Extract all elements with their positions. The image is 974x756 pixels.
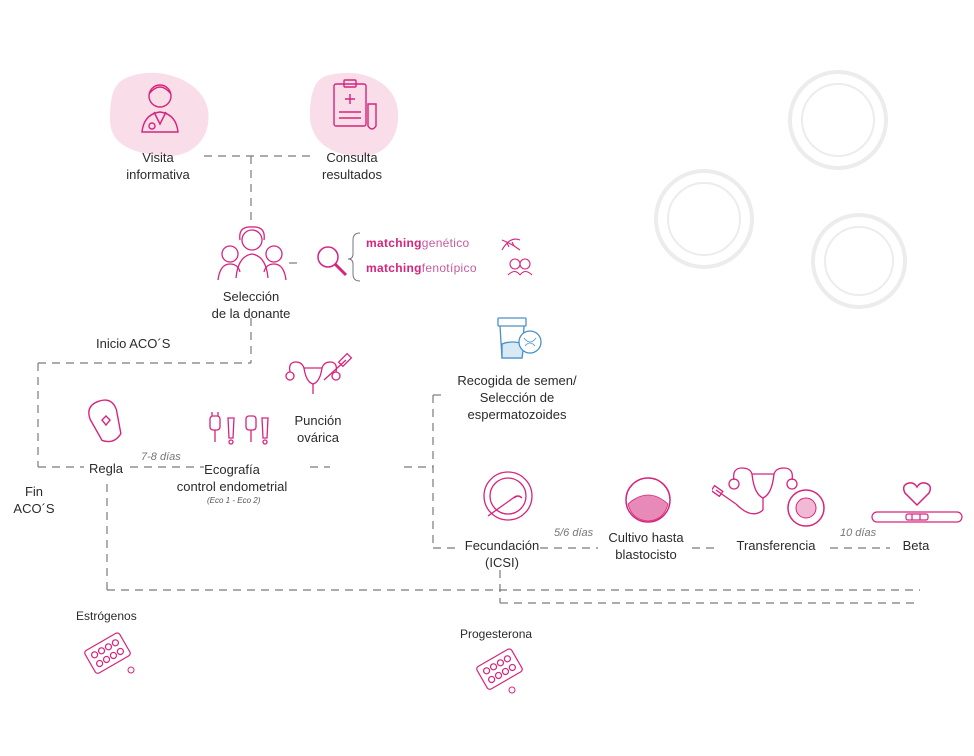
heart-icon <box>902 482 932 507</box>
node-fecundacion-label: Fecundación (ICSI) <box>450 537 554 571</box>
magnifier-icon <box>317 246 348 277</box>
matching-genetico-suffix: genético <box>421 236 470 250</box>
doctor-icon <box>110 72 209 157</box>
fin-acos-line2: ACO´S <box>13 501 55 516</box>
fin-acos-label: Fin ACO´S <box>8 483 60 517</box>
ecografia-line2: control endometrial <box>176 479 288 494</box>
matching-fenotipico-suffix: fenotípico <box>421 261 477 275</box>
dna-icon <box>501 238 521 251</box>
uterus-syringe-icon <box>285 352 353 394</box>
matching-fenotipico-prefix: matching <box>366 261 422 275</box>
node-consulta-label: Consulta resultados <box>302 149 402 183</box>
matching-genetico-prefix: matching <box>366 236 422 250</box>
node-beta-label: Beta <box>902 538 930 553</box>
cultivo-line1: Cultivo hasta <box>608 530 684 545</box>
transfer-uterus-icon <box>712 467 798 515</box>
estrogenos-label: Estrógenos <box>76 609 137 623</box>
visita-line1: Visita <box>142 150 174 165</box>
recogida-line3: espermatozoides <box>467 407 567 422</box>
progesterona-label: Progesterona <box>460 627 533 641</box>
ecografia-line1: Ecografía <box>204 462 260 477</box>
node-regla-label: Regla <box>89 461 123 476</box>
fecundacion-line1: Fecundación <box>464 538 540 553</box>
faces-icon <box>507 258 533 276</box>
node-cultivo-label: Cultivo hasta blastocisto <box>596 529 696 563</box>
sample-cup-icon <box>497 317 542 359</box>
duration-transf-beta: 10 días <box>840 527 877 539</box>
ultrasound-probes-icon <box>209 412 269 445</box>
matching-genetico: matchinggenético <box>366 236 470 250</box>
node-visita-label: Visita informativa <box>108 149 208 183</box>
duration-regla-eco: 7-8 días <box>141 451 181 463</box>
fecundacion-line2: (ICSI) <box>485 555 519 570</box>
recogida-line1: Recogida de semen/ <box>457 373 577 388</box>
seleccion-line2: de la donante <box>211 306 291 321</box>
duration-fec-cultivo: 5/6 días <box>554 527 594 539</box>
blastocyst-icon <box>625 477 671 523</box>
node-recogida-label: Recogida de semen/ Selección de espermat… <box>432 372 602 423</box>
node-seleccion-label: Selección de la donante <box>191 288 311 322</box>
embryo-icon <box>787 489 825 527</box>
puncion-line1: Punción <box>294 413 342 428</box>
seleccion-line1: Selección <box>222 289 280 304</box>
visita-line2: informativa <box>126 167 190 182</box>
pill-blister-icon-2 <box>476 648 523 694</box>
pad-icon <box>88 399 122 443</box>
consulta-line1: Consulta <box>326 150 378 165</box>
eco-note: (Eco 1 - Eco 2) <box>207 496 261 505</box>
matching-fenotipico: matchingfenotípico <box>366 261 477 275</box>
consulta-line2: resultados <box>322 167 382 182</box>
pregnancy-test-icon <box>871 511 963 523</box>
women-group-icon <box>217 226 287 281</box>
recogida-line2: Selección de <box>479 390 555 405</box>
icsi-egg-icon <box>483 471 533 521</box>
puncion-line2: ovárica <box>297 430 339 445</box>
cultivo-line2: blastocisto <box>615 547 677 562</box>
node-transferencia-label: Transferencia <box>736 538 816 553</box>
clipboard-icon <box>309 72 399 157</box>
node-ecografia-label: Ecografía control endometrial <box>162 461 302 495</box>
fin-acos-line1: Fin <box>24 484 44 499</box>
node-puncion-label: Punción ovárica <box>278 412 358 446</box>
pill-blister-icon <box>84 632 135 674</box>
inicio-acos-label: Inicio ACO´S <box>96 336 171 351</box>
